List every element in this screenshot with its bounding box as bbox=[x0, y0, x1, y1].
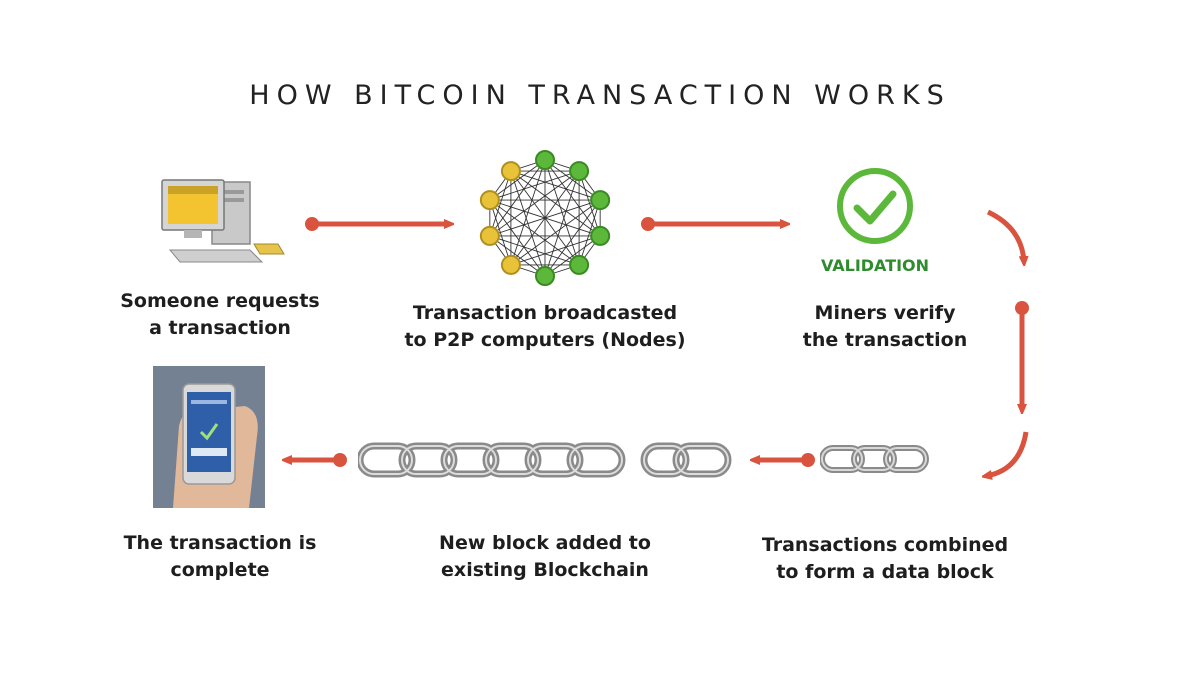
node-yellow bbox=[479, 225, 500, 246]
validation-label: VALIDATION bbox=[820, 256, 930, 275]
node-green bbox=[590, 190, 611, 211]
chain-block-icon bbox=[820, 445, 929, 473]
validation-check-icon bbox=[837, 168, 913, 244]
node-green bbox=[590, 225, 611, 246]
computer-icon bbox=[161, 179, 285, 263]
diagram-title: HOW BITCOIN TRANSACTION WORKS bbox=[249, 80, 951, 111]
node-green bbox=[535, 266, 555, 286]
node-yellow bbox=[500, 254, 521, 275]
chain-icon bbox=[358, 442, 732, 478]
step-3-label: Miners verify the transaction bbox=[802, 302, 968, 351]
network-nodes-icon bbox=[479, 150, 611, 286]
step-4-label: Transactions combined to form a data blo… bbox=[761, 534, 1009, 583]
arrow-curve-top-right bbox=[986, 209, 1024, 262]
arrow-curve-bottom-right bbox=[986, 431, 1029, 476]
phone-in-hand-icon bbox=[153, 366, 265, 508]
step-6-label: The transaction is complete bbox=[123, 532, 317, 581]
step-1-label: Someone requests a transaction bbox=[120, 290, 320, 339]
node-yellow bbox=[479, 190, 500, 211]
node-green bbox=[535, 150, 555, 170]
node-green bbox=[569, 254, 590, 275]
node-yellow bbox=[500, 161, 521, 182]
node-green bbox=[569, 161, 590, 182]
step-5-label: New block added to existing Blockchain bbox=[439, 532, 651, 581]
step-2-label: Transaction broadcasted to P2P computers… bbox=[404, 302, 686, 351]
